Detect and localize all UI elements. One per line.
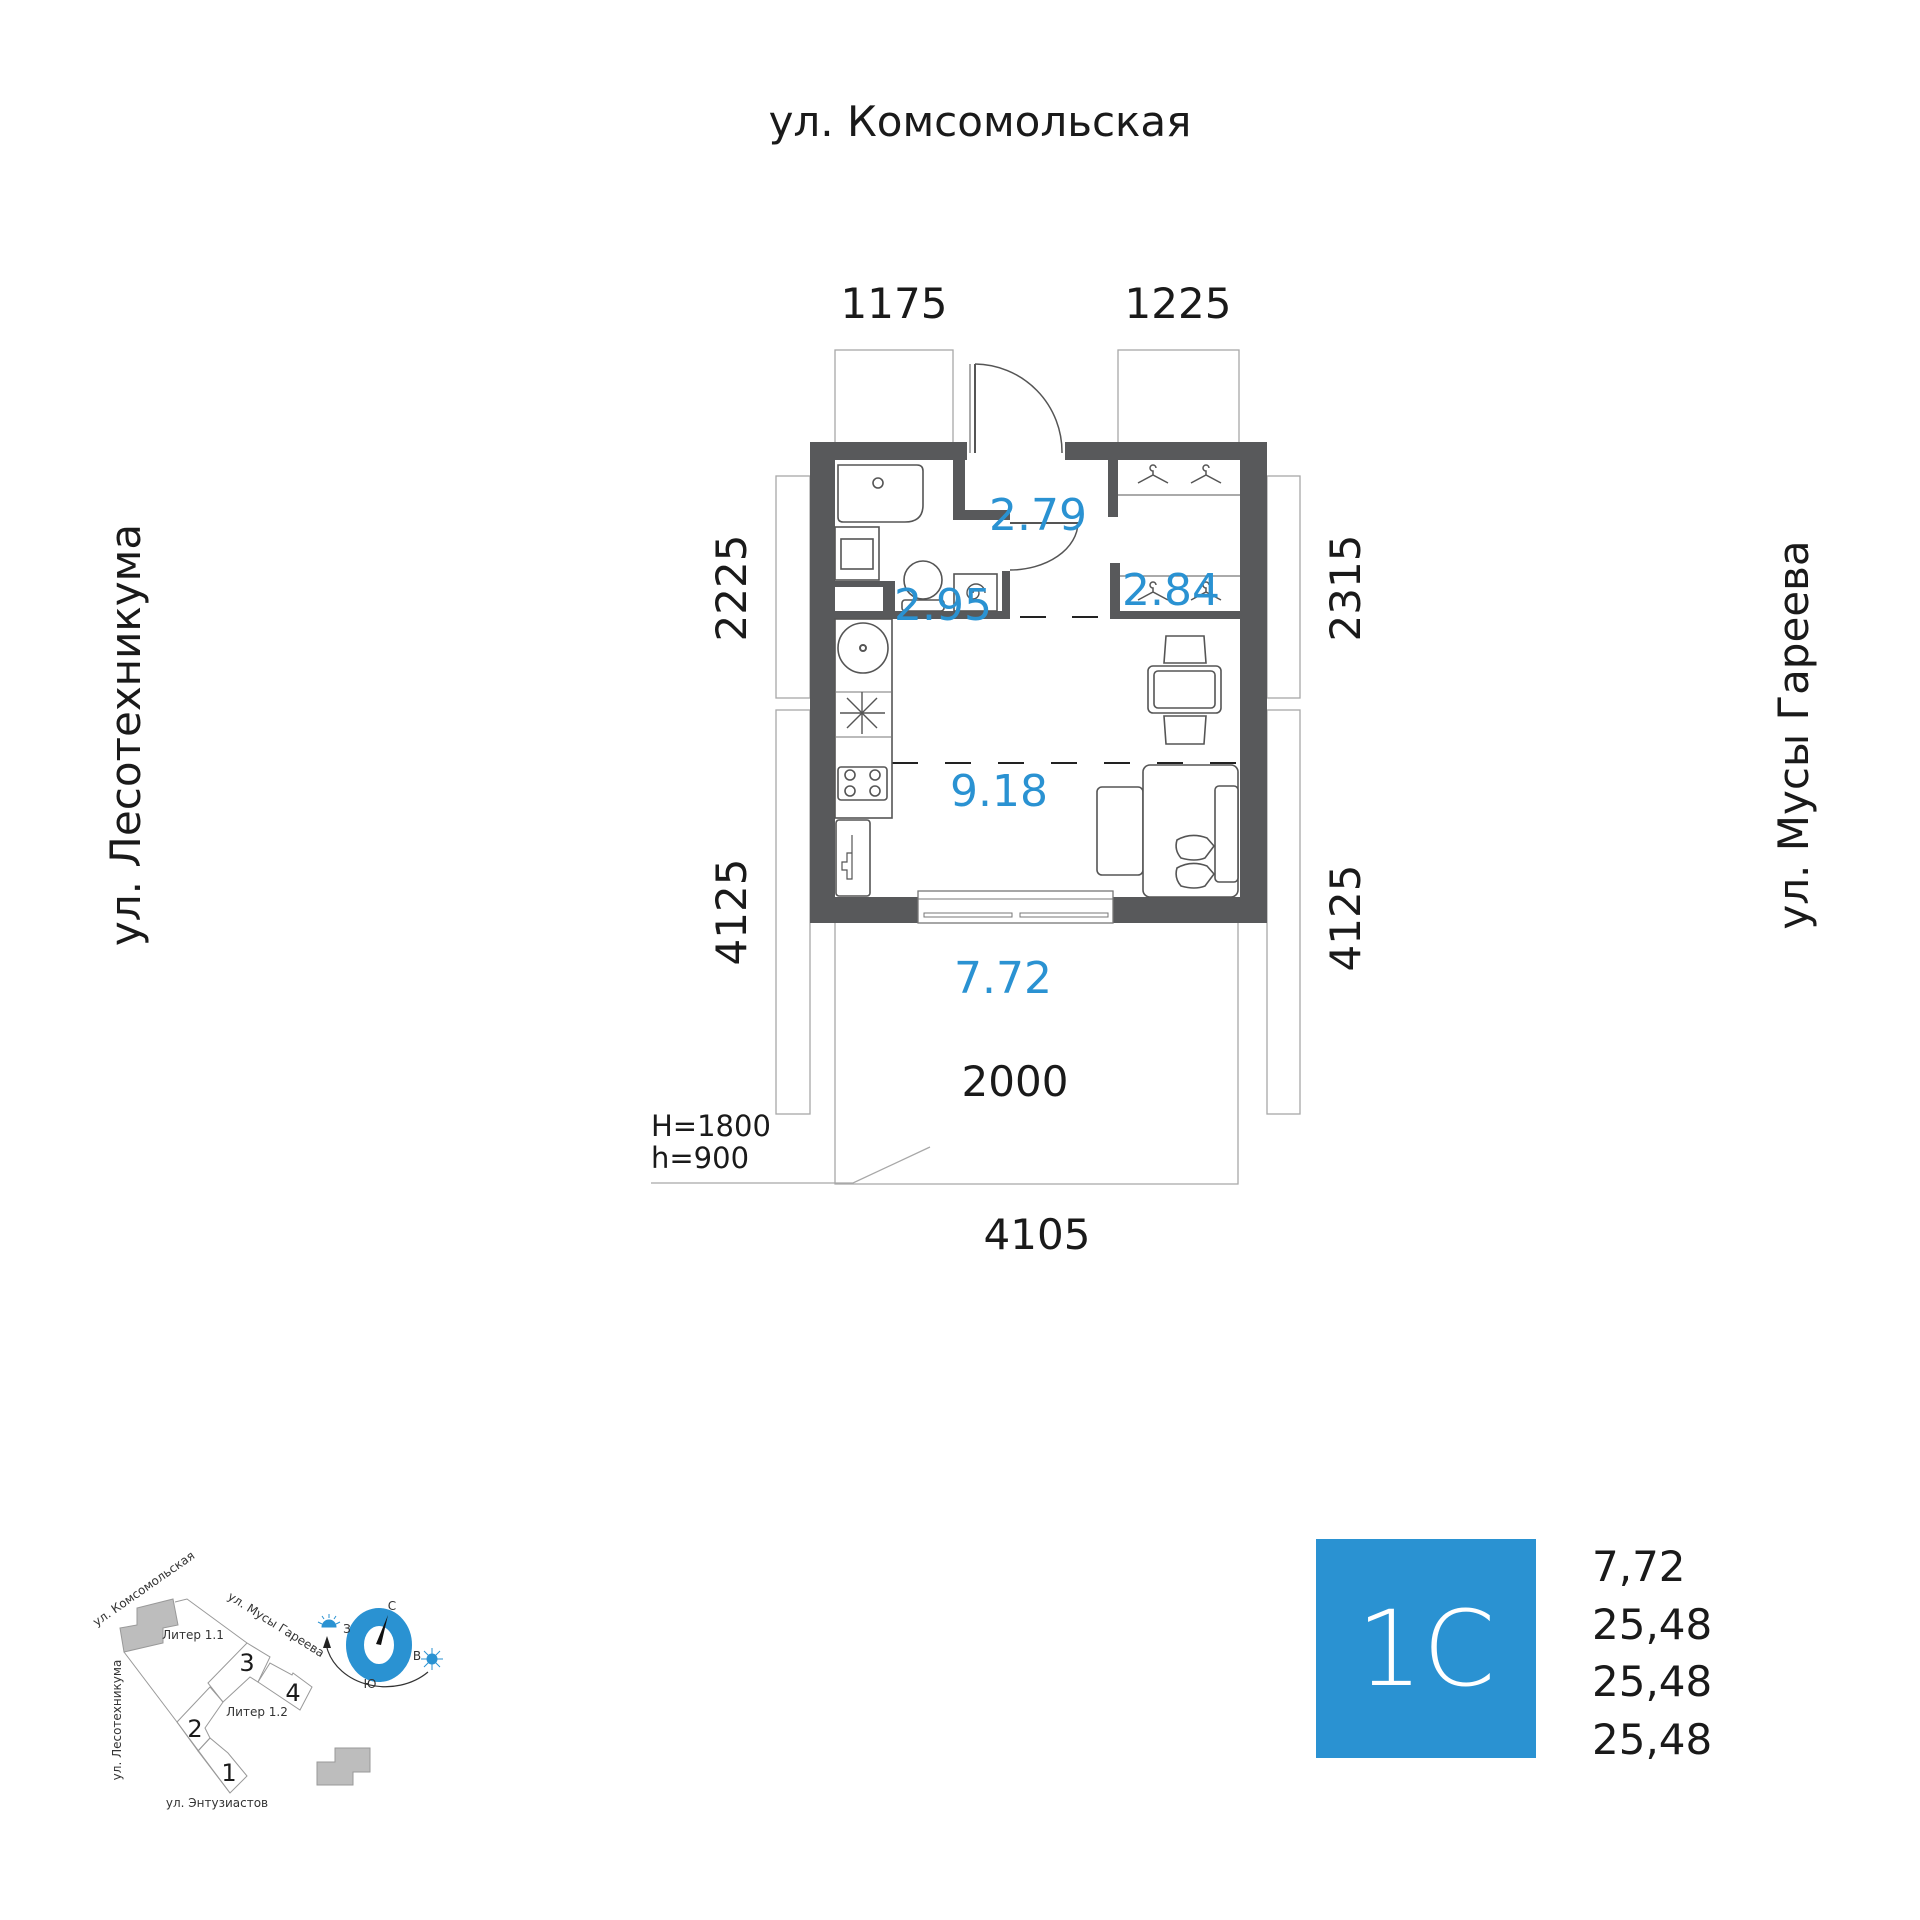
- minimap-section-3: 3: [239, 1649, 254, 1677]
- street-top-label: ул. Комсомольская: [769, 97, 1192, 146]
- area-value: 25,48: [1592, 1714, 1713, 1764]
- compass-west: З: [343, 1622, 351, 1636]
- sun-path-arc: [326, 1647, 429, 1688]
- minimap-section-1: 1: [221, 1759, 236, 1787]
- window: [917, 890, 1114, 924]
- area-values: 7,72 25,48 25,48 25,48: [1592, 1538, 1712, 1768]
- fridge-snowflake-icon: [840, 692, 885, 734]
- minimap-street-bottom: ул. Энтузиастов: [166, 1796, 268, 1810]
- living-area-value: 7,72: [1592, 1542, 1686, 1591]
- compass-south: Ю: [364, 1677, 377, 1691]
- minimap-street-left: ул. Лесотехникума: [110, 1660, 124, 1781]
- window-width: 2000: [962, 1057, 1069, 1106]
- dining-table-icon: [1147, 635, 1222, 745]
- cabinet-icon: [835, 819, 871, 897]
- dim-left-upper: 2225: [707, 535, 756, 642]
- dim-right-lower: 4125: [1321, 865, 1370, 972]
- total-area-value: 25,48: [1592, 1599, 1713, 1649]
- area-value: 25,48: [1592, 1657, 1713, 1706]
- building-liter-1-1: [119, 1598, 179, 1653]
- minimap-section-4: 4: [285, 1679, 300, 1707]
- window-height-h: h=900: [651, 1141, 749, 1175]
- shower-icon: [837, 464, 924, 523]
- area-bathroom: 2.95: [894, 580, 992, 631]
- dim-bottom: 4105: [984, 1210, 1091, 1259]
- minimap-section-2: 2: [187, 1715, 202, 1743]
- compass-east: В: [413, 1649, 421, 1663]
- washing-machine-icon: [953, 573, 998, 612]
- arrow-icon: [323, 1636, 331, 1648]
- window-height-H: H=1800: [651, 1109, 771, 1143]
- building-legend: [316, 1747, 371, 1786]
- site-minimap: ул. Комсомольская ул. Мусы Гареева ул. Л…: [90, 1548, 371, 1810]
- minimap-liter-1-1: Литер 1.1: [162, 1628, 224, 1642]
- sunrise-icon: [421, 1648, 443, 1670]
- minimap-liter-1-2: Литер 1.2: [226, 1705, 288, 1719]
- walls: [810, 442, 1267, 923]
- compass-ring: [346, 1608, 412, 1682]
- sink-icon: [840, 538, 874, 570]
- area-kitchen: 9.18: [950, 766, 1048, 817]
- toilet-icon: [901, 560, 945, 612]
- area-living: 7.72: [954, 953, 1052, 1004]
- street-right-label: ул. Мусы Гареева: [1769, 540, 1818, 929]
- dim-top-left: 1175: [841, 279, 948, 328]
- bathroom-door: [1009, 522, 1079, 571]
- compass-needle-icon: [376, 1615, 388, 1645]
- compass: С З В Ю: [317, 1599, 443, 1691]
- dim-right-upper: 2315: [1321, 535, 1370, 642]
- stove-icon: [837, 766, 888, 801]
- kitchen-sink-icon: [837, 622, 889, 674]
- entrance-door: [969, 363, 1063, 454]
- street-left-label: ул. Лесотехникума: [101, 524, 150, 946]
- apartment-type-badge: 1С: [1316, 1539, 1536, 1758]
- area-wardrobe: 2.84: [1122, 565, 1220, 616]
- shower-drain-icon: [872, 477, 884, 489]
- dim-top-right: 1225: [1125, 279, 1232, 328]
- compass-north: С: [388, 1599, 396, 1613]
- area-hall: 2.79: [989, 490, 1087, 541]
- hanger-icon: [1137, 464, 1222, 601]
- bed-icon: [1096, 764, 1239, 898]
- dim-left-lower: 4125: [707, 859, 756, 966]
- sunset-icon: [317, 1614, 341, 1628]
- wardrobe-rails: [1118, 494, 1240, 577]
